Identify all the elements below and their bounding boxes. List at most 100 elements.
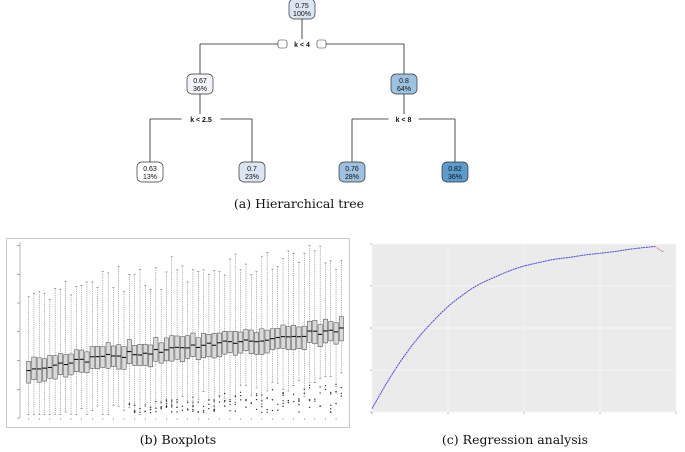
box-body <box>63 354 69 378</box>
box-body <box>301 325 307 351</box>
box-body <box>79 349 85 373</box>
box-outlier <box>208 408 210 410</box>
box-outlier <box>239 391 242 393</box>
box-outlier <box>239 399 242 401</box>
caption-a: (a) Hierarchical tree <box>233 196 365 211</box>
box-9 <box>73 286 79 415</box>
box-outlier <box>144 405 146 407</box>
box-outlier <box>292 393 295 396</box>
box-outlier <box>340 395 343 397</box>
box-body <box>217 332 222 357</box>
box-outlier <box>218 401 221 403</box>
box-body <box>195 337 201 360</box>
box-outlier <box>340 392 343 395</box>
box-outlier <box>213 408 215 411</box>
split-label-bg <box>181 114 221 124</box>
box-outlier <box>160 407 162 410</box>
box-outlier <box>181 409 184 411</box>
boxplot-panel <box>6 238 350 428</box>
box-body <box>158 342 164 364</box>
box-outlier <box>266 397 268 399</box>
box-outlier <box>213 399 215 401</box>
box-20 <box>132 273 138 414</box>
box-outlier <box>155 411 157 413</box>
box-outlier <box>186 401 189 404</box>
box-outlier <box>192 406 194 408</box>
box-outlier <box>330 404 332 406</box>
box-0 <box>26 296 32 415</box>
tree-node-pct: 23% <box>245 174 259 181</box>
box-outlier <box>128 402 131 405</box>
box-34 <box>206 273 212 410</box>
box-outlier <box>155 400 157 403</box>
tree-node-pct: 100% <box>293 11 311 18</box>
box-3 <box>42 292 47 415</box>
box-outlier <box>197 411 199 413</box>
box-outlier <box>282 392 284 395</box>
box-28 <box>174 269 180 413</box>
box-outlier <box>261 406 263 408</box>
regression-tail <box>654 246 665 253</box>
box-body <box>264 329 270 354</box>
tree-node-left-right: 0.723% <box>238 161 266 183</box>
box-body <box>333 322 339 345</box>
box-47 <box>275 266 281 411</box>
box-31 <box>190 269 196 412</box>
box-27 <box>169 256 175 413</box>
box-outlier <box>277 409 279 411</box>
tree-node-box <box>441 161 469 183</box>
box-outlier <box>192 410 194 412</box>
box-body <box>179 336 185 363</box>
box-outlier <box>335 391 337 393</box>
box-body <box>312 320 318 345</box>
box-outlier <box>165 400 168 402</box>
split-label-root: k < 4 <box>294 42 310 49</box>
box-outlier <box>239 394 242 397</box>
box-39 <box>232 253 238 412</box>
box-outlier <box>335 402 337 405</box>
box-59 <box>338 260 344 397</box>
box-56 <box>323 262 328 391</box>
box-body <box>169 335 175 362</box>
split-label-bg <box>388 114 419 124</box>
box-outlier <box>202 411 205 413</box>
box-outlier <box>298 398 300 400</box>
box-outlier <box>298 400 300 403</box>
tree-node-box <box>390 73 418 95</box>
tree-node-value: 0.8 <box>399 78 409 85</box>
box-outlier <box>176 411 178 413</box>
box-33 <box>201 269 206 413</box>
box-outlier <box>149 408 152 411</box>
box-13 <box>95 287 100 407</box>
box-outlier <box>133 410 136 412</box>
tree-node-right: 0.864% <box>390 73 418 95</box>
tree-node-value: 0.75 <box>295 3 309 10</box>
box-50 <box>291 252 297 403</box>
box-outlier <box>266 411 268 414</box>
split-yes-tag <box>277 39 288 49</box>
box-outlier <box>171 404 173 407</box>
box-outlier <box>319 392 321 394</box>
split-label-left: k < 2.5 <box>190 117 212 124</box>
box-outlier <box>165 406 168 408</box>
box-7 <box>63 281 69 413</box>
box-18 <box>121 291 127 411</box>
box-outlier <box>282 394 284 397</box>
box-body <box>259 328 265 355</box>
box-body <box>100 346 106 368</box>
box-16 <box>111 287 116 407</box>
box-outlier <box>245 399 247 402</box>
box-body <box>132 345 138 366</box>
box-outlier <box>192 402 194 404</box>
box-32 <box>195 271 201 414</box>
tree-node-pct: 28% <box>345 174 359 181</box>
box-outlier <box>197 401 199 403</box>
box-outlier <box>330 393 332 395</box>
box-outlier <box>224 405 226 407</box>
tree-node-value: 0.7 <box>247 166 257 173</box>
box-38 <box>227 258 233 412</box>
box-outlier <box>330 411 332 413</box>
